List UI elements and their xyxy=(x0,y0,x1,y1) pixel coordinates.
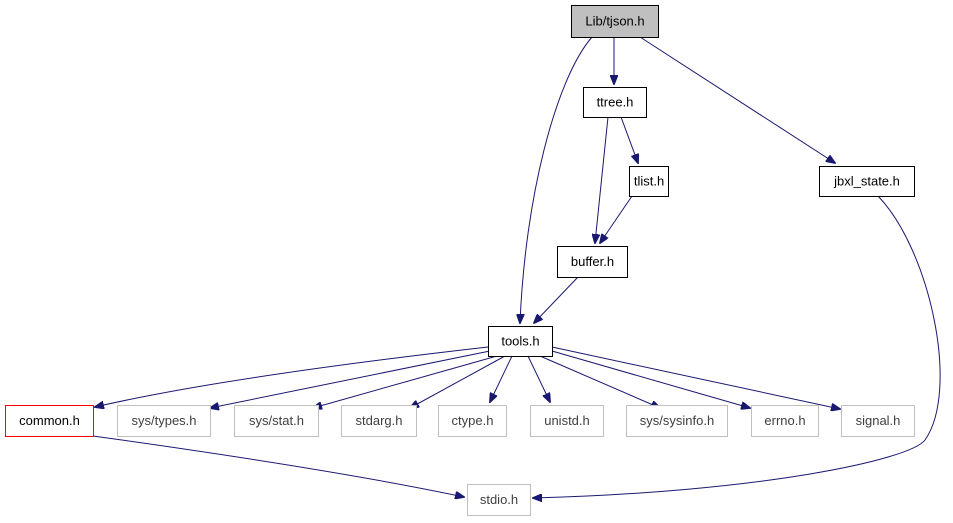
node-box xyxy=(629,166,669,197)
node-signal[interactable]: signal.h xyxy=(841,405,915,437)
edge-ttree-to-buffer xyxy=(595,116,609,243)
edge-tools-to-sys-sysinfo xyxy=(539,355,660,408)
node-box xyxy=(234,405,319,437)
edge-buffer-to-tools xyxy=(534,276,579,323)
node-sys-sysinfo[interactable]: sys/sysinfo.h xyxy=(626,405,728,437)
node-label: ctype.h xyxy=(452,413,494,428)
node-label: sys/types.h xyxy=(131,413,196,428)
nodes-layer: Lib/tjson.h ttree.h jbxl_state.h tlist.h buf… xyxy=(5,5,915,516)
node-box xyxy=(438,405,507,437)
node-label: errno.h xyxy=(764,413,805,428)
node-box xyxy=(467,484,531,516)
edge-tjson-to-tools xyxy=(520,36,593,323)
node-label: buffer.h xyxy=(571,254,614,269)
node-box xyxy=(571,5,659,38)
node-stdarg[interactable]: stdarg.h xyxy=(341,405,417,437)
node-box xyxy=(117,405,211,437)
node-errno[interactable]: errno.h xyxy=(751,405,819,437)
node-tlist[interactable]: tlist.h xyxy=(629,166,669,197)
node-label: common.h xyxy=(19,413,80,428)
node-label: sys/sysinfo.h xyxy=(640,413,714,428)
node-label: jbxl_state.h xyxy=(833,173,900,188)
node-box xyxy=(751,405,819,437)
edge-tools-to-unistd xyxy=(527,355,550,402)
node-box xyxy=(488,326,553,357)
edge-common-to-stdio xyxy=(92,435,464,497)
node-label: stdio.h xyxy=(480,492,518,507)
edge-tools-to-stdarg xyxy=(410,355,506,408)
node-label: stdarg.h xyxy=(356,413,403,428)
edge-ttree-to-tlist xyxy=(620,116,638,163)
node-common[interactable]: common.h xyxy=(5,405,94,437)
node-ttree[interactable]: ttree.h xyxy=(583,87,647,118)
edge-jbxl-state-to-stdio xyxy=(533,195,941,498)
node-tjson[interactable]: Lib/tjson.h xyxy=(571,5,659,38)
node-label: Lib/tjson.h xyxy=(585,13,644,28)
node-stdio[interactable]: stdio.h xyxy=(467,484,531,516)
node-box xyxy=(5,405,94,437)
node-label: sys/stat.h xyxy=(249,413,304,428)
node-box xyxy=(841,405,915,437)
node-sys-stat[interactable]: sys/stat.h xyxy=(234,405,319,437)
edges-layer xyxy=(92,36,941,498)
node-box xyxy=(557,246,628,278)
edge-tlist-to-buffer xyxy=(600,195,633,243)
node-tools[interactable]: tools.h xyxy=(488,326,553,357)
node-unistd[interactable]: unistd.h xyxy=(530,405,604,437)
edge-tools-to-ctype xyxy=(490,355,513,402)
node-label: ttree.h xyxy=(597,94,634,109)
node-box xyxy=(530,405,604,437)
node-label: tlist.h xyxy=(634,173,664,188)
edge-tools-to-signal xyxy=(551,346,840,409)
node-box xyxy=(626,405,728,437)
node-box xyxy=(819,166,915,197)
edge-tjson-to-jbxl-state xyxy=(639,36,835,163)
node-box xyxy=(341,405,417,437)
node-label: signal.h xyxy=(856,413,901,428)
node-ctype[interactable]: ctype.h xyxy=(438,405,507,437)
node-buffer[interactable]: buffer.h xyxy=(557,246,628,278)
edge-tools-to-sys-stat xyxy=(313,355,498,408)
edge-tools-to-errno xyxy=(551,350,750,408)
node-sys-types[interactable]: sys/types.h xyxy=(117,405,211,437)
node-jbxl-state[interactable]: jbxl_state.h xyxy=(819,166,915,197)
node-label: unistd.h xyxy=(544,413,590,428)
node-label: tools.h xyxy=(501,333,539,348)
node-box xyxy=(583,87,647,118)
edge-tools-to-sys-types xyxy=(210,350,491,408)
edge-tools-to-common xyxy=(95,346,489,407)
